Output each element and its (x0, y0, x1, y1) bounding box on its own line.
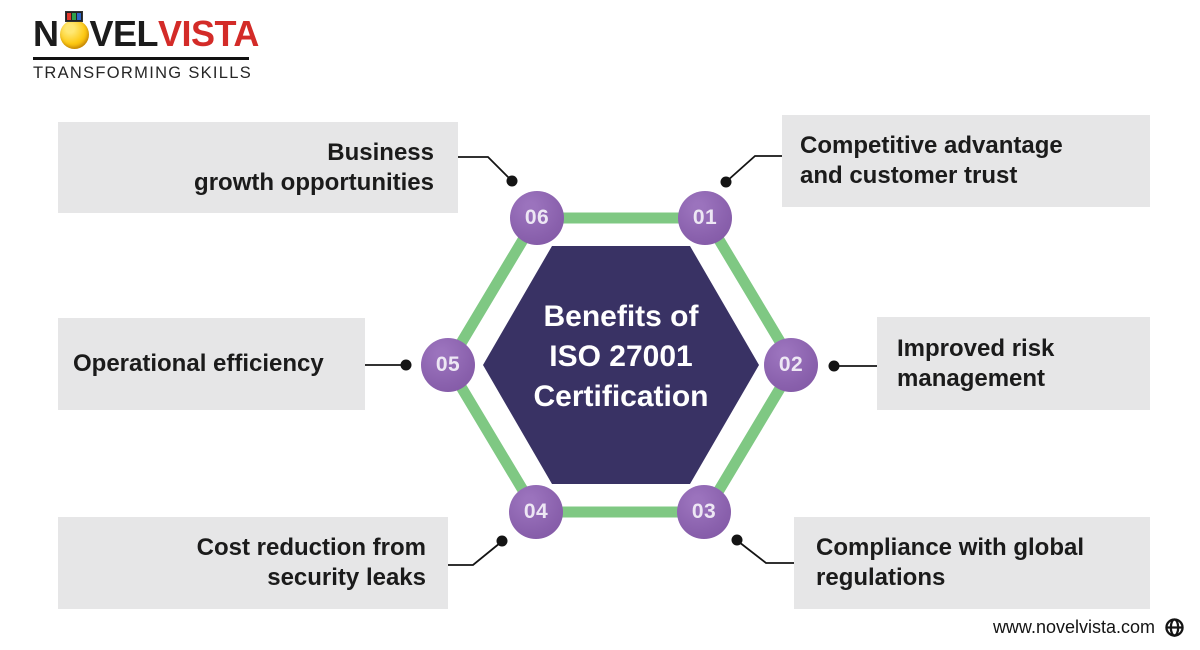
connector-06 (458, 156, 512, 181)
logo-text-vel: VEL (89, 13, 159, 54)
center-title: Benefits of ISO 27001 Certification (533, 300, 709, 413)
label-improved-risk: Improved risk management (877, 317, 1150, 410)
node-01: 01 (678, 191, 732, 245)
connector-dot-01 (720, 176, 732, 188)
logo-ball-icon (59, 10, 89, 49)
logo-text-n: N (33, 13, 59, 54)
connector-03 (738, 541, 794, 564)
label-business-growth: Business growth opportunities (58, 122, 458, 213)
label-competitive-advantage: Competitive advantage and customer trust (782, 115, 1150, 207)
node-05: 05 (421, 338, 475, 392)
connector-dot-04 (496, 535, 508, 547)
footer: www.novelvista.com (993, 617, 1185, 638)
connector-dot-03 (731, 534, 743, 546)
connector-04 (448, 542, 501, 566)
label-compliance: Compliance with global regulations (794, 517, 1150, 609)
node-02: 02 (764, 338, 818, 392)
logo-divider (33, 57, 249, 60)
label-cost-reduction: Cost reduction from security leaks (58, 517, 448, 609)
website-url: www.novelvista.com (992, 617, 1155, 637)
label-operational-efficiency: Operational efficiency (58, 318, 365, 410)
globe-icon (1165, 618, 1184, 637)
logo-text-vista: VISTA (158, 13, 259, 54)
connector-dot-06 (506, 175, 518, 187)
connector-01 (726, 155, 782, 182)
logo-tagline: TRANSFORMING SKILLS (33, 63, 253, 82)
node-03: 03 (677, 485, 731, 539)
connector-dot-05 (400, 359, 412, 371)
node-04: 04 (509, 485, 563, 539)
hexagon-inner-fill (483, 246, 759, 484)
logo-flag-icon (65, 10, 83, 22)
node-06: 06 (510, 191, 564, 245)
connector-dot-02 (828, 360, 840, 372)
